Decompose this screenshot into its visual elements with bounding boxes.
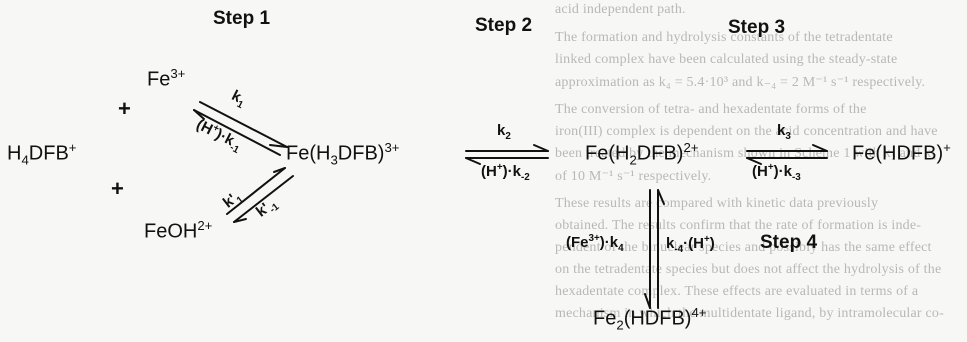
background-text-line: mechanism in which the multidentate liga… (555, 306, 944, 321)
step3-forward-arrow (746, 144, 828, 152)
rate-k-minus3: (H+)·k-3 (752, 162, 801, 183)
step1-prime-reverse-arrow (233, 175, 294, 223)
background-text-line: been treated by the mechanism shown in S… (555, 146, 937, 161)
background-text-line: acid independent path. (555, 2, 686, 17)
background-text-line: approximation as k₄ = 5.4·10³ and k₋₄ = … (555, 75, 926, 90)
species-feoh: FeOH2+ (144, 218, 213, 243)
rate-k-minus4: k-4·(H+) (666, 234, 715, 255)
step3-reverse-arrow (746, 157, 828, 165)
rate-k3: k3 (777, 122, 791, 142)
background-text-line: linked complex have been calculated usin… (555, 52, 898, 67)
species-fe-h2dfb: Fe(H2DFB)2+ (585, 140, 699, 168)
species-fe2-hdfb: Fe2(HDFB)4+ (593, 305, 707, 333)
step-4-label: Step 4 (760, 232, 818, 253)
background-text-line: The formation and hydrolysis constants o… (555, 30, 893, 45)
background-text-line: on the tetradentate species but does not… (555, 262, 942, 277)
background-text-line: The conversion of tetra- and hexadentate… (555, 102, 867, 117)
step1-forward-arrow (199, 101, 288, 148)
step2-reverse-arrow (465, 157, 549, 165)
species-fe-h3dfb: Fe(H3DFB)3+ (286, 140, 400, 168)
step1-prime-forward-arrow (226, 167, 286, 215)
plus-sign-upper: + (118, 96, 131, 121)
step1-reverse-arrow (193, 109, 281, 156)
step4-down-arrow (644, 189, 651, 309)
species-fe-hdfb: Fe(HDFB)+ (852, 140, 951, 165)
plus-sign-lower: + (111, 176, 124, 201)
rate-k2: k2 (497, 122, 511, 142)
species-h4dfb: H4DFB+ (7, 140, 77, 168)
background-text-line: obtained. The results confirm that the r… (555, 218, 922, 233)
rate-k-minus2: (H+)·k-2 (481, 162, 530, 183)
background-text-line: of 10 M⁻¹ s⁻¹ respectively. (555, 169, 712, 184)
step4-up-arrow (657, 189, 665, 309)
step-1-label: Step 1 (213, 8, 271, 29)
rate-k4: (Fe3+)·k4 (566, 233, 624, 254)
step-2-label: Step 2 (475, 15, 533, 36)
step-3-label: Step 3 (728, 17, 786, 38)
background-text-line: iron(III) complex is dependent on the ac… (555, 124, 938, 139)
species-fe3: Fe3+ (147, 66, 186, 91)
step2-forward-arrow (465, 144, 549, 152)
background-text-line: These results are compared with kinetic … (555, 196, 879, 211)
